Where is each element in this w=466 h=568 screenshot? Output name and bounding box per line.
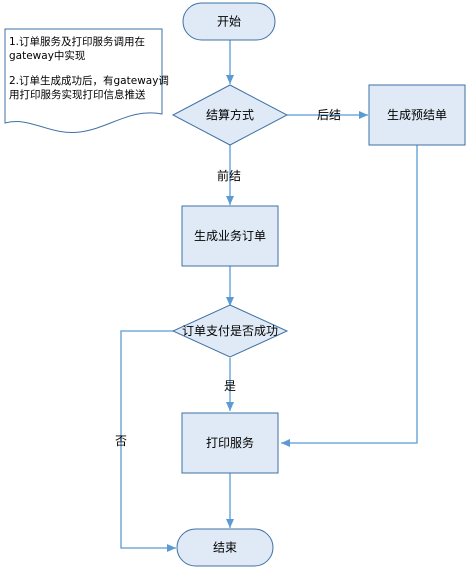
create-order-label: 生成业务订单 <box>194 228 266 243</box>
create-order-node: 生成业务订单 <box>181 205 279 267</box>
print-service-label: 打印服务 <box>206 435 254 450</box>
note-line-2a: 2.订单生成成功后，有gateway调 <box>9 74 169 87</box>
note-shape <box>4 28 163 134</box>
note-line-1a: 1.订单服务及打印服务调用在 <box>9 35 145 48</box>
connector-prebill-to-print <box>281 145 418 447</box>
note-document: 1.订单服务及打印服务调用在 gateway中实现 2.订单生成成功后，有gat… <box>4 28 169 134</box>
start-label: 开始 <box>217 15 241 29</box>
edge-label-post-settle: 后结 <box>317 108 341 122</box>
connectors <box>120 40 418 552</box>
note-line-1b: gateway中实现 <box>9 49 86 62</box>
edge-label-no: 否 <box>115 434 127 448</box>
settle-method-decision: 结算方式 <box>171 84 289 146</box>
pre-settle-bill-node: 生成预结单 <box>368 84 466 146</box>
edge-label-pre-settle: 前结 <box>217 168 241 183</box>
end-label: 结束 <box>213 541 237 555</box>
pre-settle-bill-label: 生成预结单 <box>387 108 447 122</box>
edge-label-yes: 是 <box>224 379 236 393</box>
start-node: 开始 <box>182 2 276 41</box>
settle-method-label: 结算方式 <box>206 107 254 122</box>
pay-success-decision: 订单支付是否成功 <box>171 304 289 358</box>
end-node: 结束 <box>176 528 274 567</box>
print-service-node: 打印服务 <box>181 412 279 474</box>
connector-paycheck-no-to-end <box>120 330 176 552</box>
note-line-2b: 用打印服务实现打印信息推送 <box>9 88 146 101</box>
pay-success-label: 订单支付是否成功 <box>182 324 278 338</box>
